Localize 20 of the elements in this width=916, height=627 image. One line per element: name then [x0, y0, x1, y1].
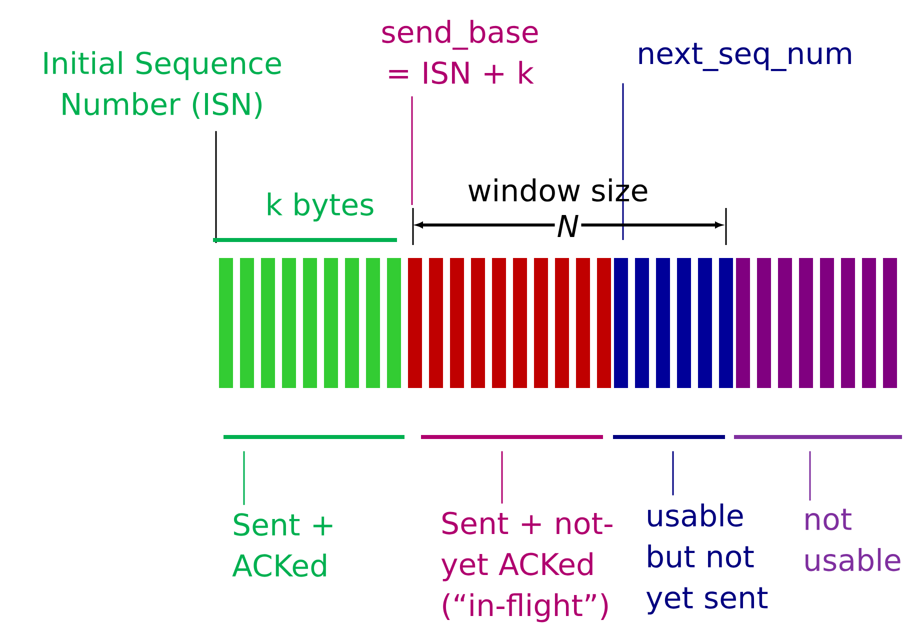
- leader-line: [501, 451, 503, 504]
- range-bar: [613, 435, 725, 439]
- range-label: k bytes: [268, 192, 374, 222]
- leader-line: [809, 451, 811, 501]
- range-bar: [421, 435, 603, 439]
- leader-line: [411, 96, 413, 205]
- pointer-label: Initial Sequence Number (ISN): [44, 51, 281, 119]
- ack-state-label: usable but not yet sent: [646, 504, 768, 615]
- leader-line: [243, 451, 245, 505]
- range-bar: [224, 435, 404, 439]
- pointer-label: send_base = ISN + k: [382, 20, 538, 84]
- leader-line: [215, 131, 217, 243]
- leader-line: [622, 83, 624, 240]
- pointer-label: next_seq_num: [639, 42, 851, 72]
- leader-line: [672, 451, 674, 496]
- dimension-label: N: [554, 213, 582, 239]
- ack-state-label: not usable: [806, 508, 900, 572]
- range-bar: [734, 435, 902, 439]
- ack-state-label: Sent + ACKed: [232, 513, 332, 577]
- ack-state-label: Sent + not-yet ACKed (“in-flight”): [441, 512, 612, 622]
